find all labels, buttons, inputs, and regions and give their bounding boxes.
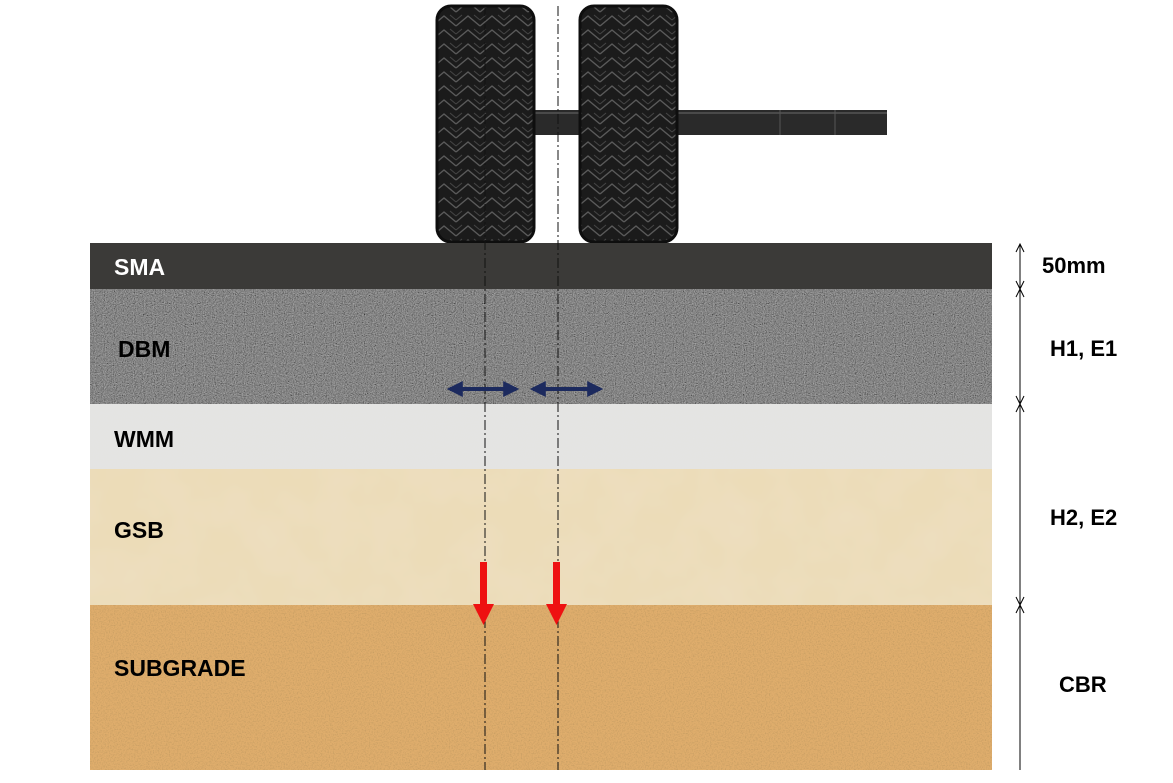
dbm-layer [90, 289, 992, 404]
sma-layer [90, 243, 992, 289]
cbr-label: CBR [1059, 672, 1107, 697]
wmm-label: WMM [114, 426, 174, 452]
dual-wheel-assembly [435, 4, 887, 244]
thickness-dimension-line [1015, 242, 1025, 770]
gsb-layer [90, 469, 992, 605]
right-tire-icon [578, 4, 679, 244]
sma-thickness-label: 50mm [1042, 253, 1106, 278]
right-down-arrow-icon [546, 562, 567, 625]
dbm-label: DBM [118, 336, 170, 362]
left-down-arrow-icon [473, 562, 494, 625]
subgrade-layer [90, 605, 992, 770]
sma-label: SMA [114, 254, 165, 280]
wmm-layer [90, 404, 992, 469]
h1-e1-label: H1, E1 [1050, 336, 1117, 361]
h2-e2-label: H2, E2 [1050, 505, 1117, 530]
layer-stack [90, 243, 992, 770]
subgrade-label: SUBGRADE [114, 655, 246, 681]
gsb-label: GSB [114, 517, 164, 543]
